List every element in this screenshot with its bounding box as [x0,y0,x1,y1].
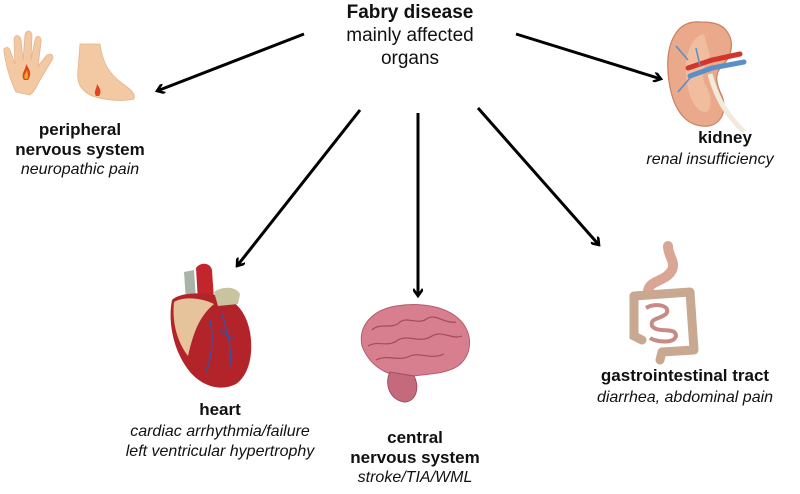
pns-name-2: nervous system [15,140,145,159]
center-subtitle-2: organs [380,48,440,69]
hand-icon [3,30,54,96]
pns-label-block: peripheral nervous system neuropathic pa… [0,120,160,180]
center-subtitle-1: mainly affected [346,25,474,46]
kidney-symptom: renal insufficiency [646,151,774,168]
cns-name-1: central [387,428,443,447]
center-title: Fabry disease [346,2,474,23]
heart-name: heart [199,400,241,419]
gi-label-block: gastrointestinal tract diarrhea, abdomin… [570,366,800,408]
arrow-to-heart [237,109,362,266]
heart-label-block: heart cardiac arrhythmia/failure left ve… [90,400,350,462]
kidney-label-block: kidney renal insufficiency [620,128,800,170]
gi-symptom: diarrhea, abdominal pain [596,389,774,406]
cns-label-block: central nervous system stroke/TIA/WML [330,428,500,488]
heart-symptom-1: cardiac arrhythmia/failure [130,423,310,440]
cns-symptom: stroke/TIA/WML [357,469,473,486]
gi-name: gastrointestinal tract [600,366,770,385]
center-title-block: Fabry disease mainly affected organs [300,2,520,70]
heart-symptom-2: left ventricular hypertrophy [125,443,315,460]
arrow-to-kidney [515,32,661,79]
cns-name-2: nervous system [350,448,480,467]
pns-symptom: neuropathic pain [20,161,140,178]
pns-name-1: peripheral [38,120,122,139]
foot-icon [77,43,135,101]
arrow-to-pns [157,32,305,91]
arrow-to-gi [476,107,599,245]
kidney-name: kidney [698,128,752,147]
